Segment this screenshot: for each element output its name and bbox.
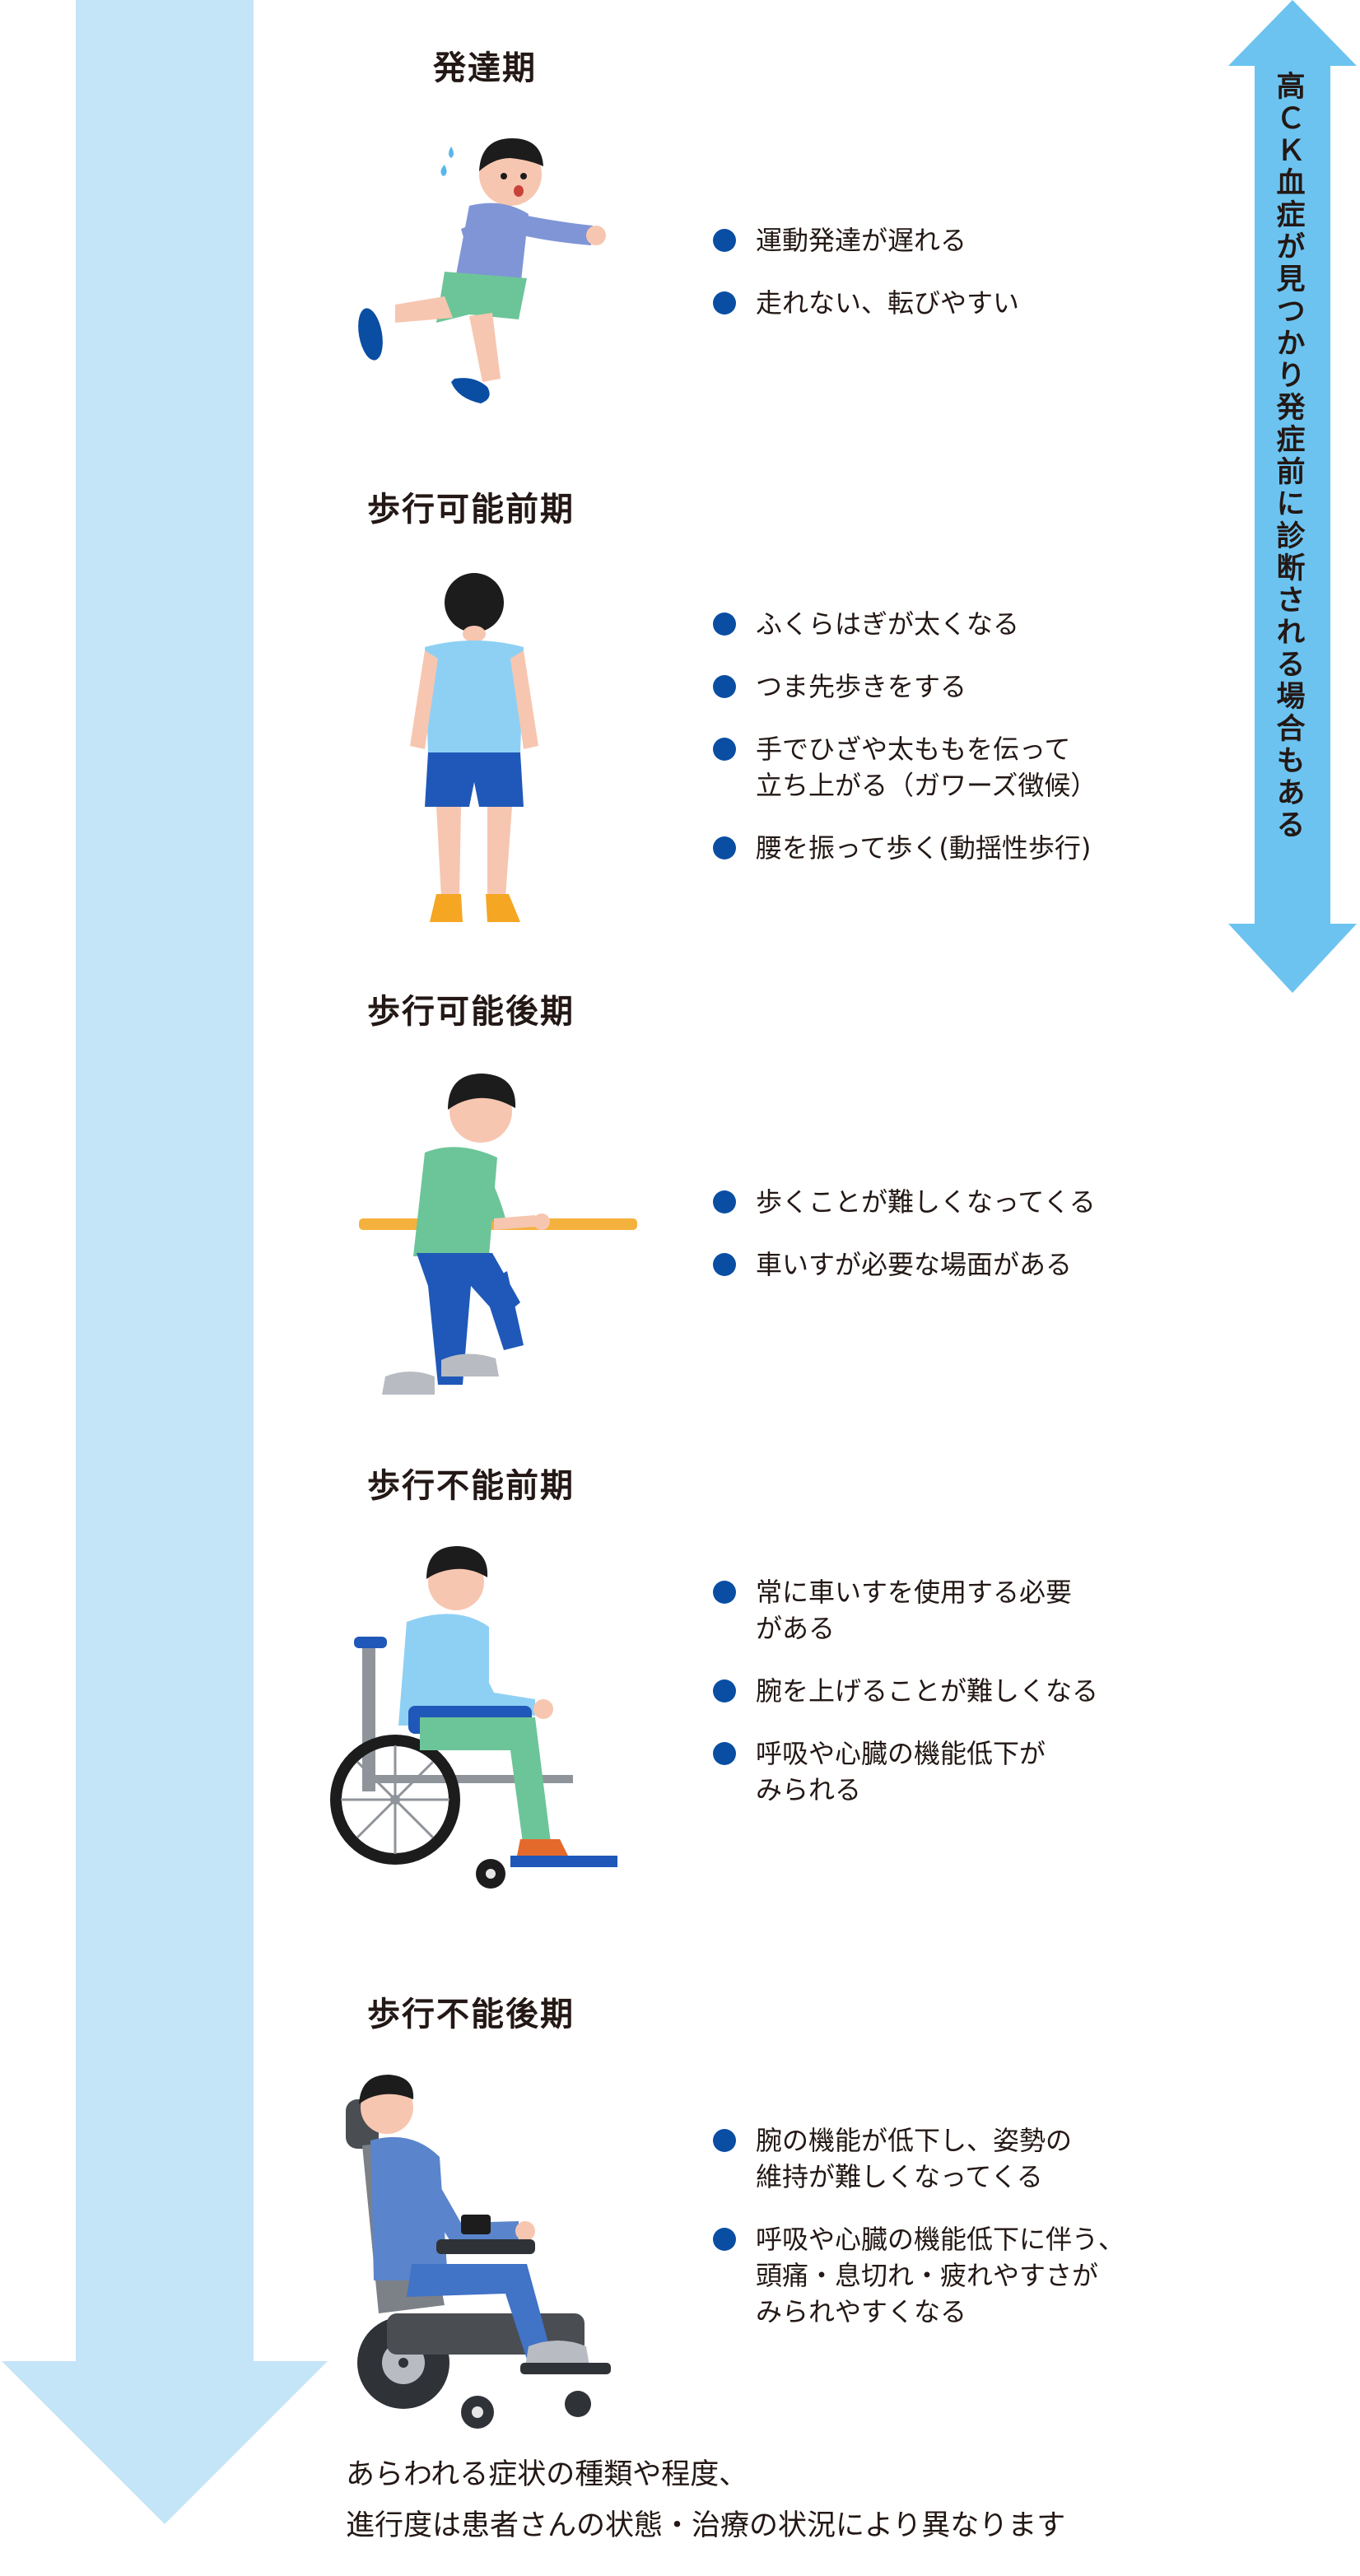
symptom-item: 手でひざや太ももを伝って 立ち上がる（ガワーズ徴候） xyxy=(710,731,1097,804)
man-in-power-wheelchair-illustration xyxy=(346,2075,611,2429)
bullet-dot xyxy=(713,613,736,636)
stage-title-late-ambulatory: 歩行可能後期 xyxy=(367,993,575,1031)
stage-symptom-list: 腕の機能が低下し、姿勢の 維持が難しくなってくる 呼吸や心臓の機能低下に伴う、 … xyxy=(710,2122,1125,2330)
symptom-item: ふくらはぎが太くなる xyxy=(710,606,1097,642)
bullet-dot xyxy=(713,1190,736,1213)
symptom-item: つま先歩きをする xyxy=(710,668,1097,705)
footer-note-line-1: あらわれる症状の種類や程度、 xyxy=(346,2458,748,2491)
bullet-dot xyxy=(713,1253,736,1276)
bullet-dot xyxy=(713,1581,736,1604)
side-double-arrow xyxy=(1228,0,1357,993)
stage-title-late-non-ambulatory: 歩行不能後期 xyxy=(367,1996,575,2033)
bullet-dot xyxy=(713,1742,736,1765)
bullet-dot xyxy=(713,2228,736,2251)
bullet-dot xyxy=(713,1679,736,1703)
stage-symptom-list: ふくらはぎが太くなる つま先歩きをする 手でひざや太ももを伝って 立ち上がる（ガ… xyxy=(710,606,1097,866)
symptom-item: 呼吸や心臓の機能低下に伴う、 頭痛・息切れ・疲れやすさが みられやすくなる xyxy=(710,2221,1125,2330)
symptom-item: 腕の機能が低下し、姿勢の 維持が難しくなってくる xyxy=(710,2122,1125,2195)
symptom-item: 走れない、転びやすい xyxy=(710,285,1019,321)
stage-symptom-list: 常に車いすを使用する必要 がある 腕を上げることが難しくなる 呼吸や心臓の機能低… xyxy=(710,1574,1098,1808)
bullet-dot xyxy=(713,675,736,698)
symptom-item: 歩くことが難しくなってくる xyxy=(710,1184,1096,1220)
footer-note-line-2: 進行度は患者さんの状態・治療の状況により異なります xyxy=(346,2509,1066,2542)
standing-child-back-illustration xyxy=(410,573,538,922)
bullet-dot xyxy=(713,738,736,761)
footer-note: あらわれる症状の種類や程度、 進行度は患者さんの状態・治療の状況により異なります xyxy=(346,2449,1065,2551)
progression-timeline-arrow xyxy=(2,0,328,2524)
symptom-item: 腕を上げることが難しくなる xyxy=(710,1673,1098,1709)
bullet-dot xyxy=(713,229,736,252)
bullet-dot xyxy=(713,2129,736,2152)
symptom-item: 腰を振って歩く(動揺性歩行) xyxy=(710,830,1097,866)
bullet-dot xyxy=(713,836,736,859)
stage-title-early-ambulatory: 歩行可能前期 xyxy=(367,491,575,529)
stage-symptom-list: 歩くことが難しくなってくる 車いすが必要な場面がある xyxy=(710,1184,1096,1283)
symptom-item: 車いすが必要な場面がある xyxy=(710,1246,1096,1283)
boy-in-wheelchair-illustration xyxy=(330,1546,617,1889)
running-child-illustration xyxy=(358,138,606,403)
stage-symptom-list: 運動発達が遅れる 走れない、転びやすい xyxy=(710,222,1019,321)
bullet-dot xyxy=(713,291,736,314)
symptom-item: 呼吸や心臓の機能低下が みられる xyxy=(710,1735,1098,1808)
child-holding-handrail-illustration xyxy=(359,1074,637,1395)
symptom-item: 運動発達が遅れる xyxy=(710,222,1019,259)
stage-title-development: 発達期 xyxy=(433,49,537,87)
symptom-item: 常に車いすを使用する必要 がある xyxy=(710,1574,1098,1647)
early-diagnosis-note: 高ＣＫ血症が見つかり発症前に診断される場合もある xyxy=(1271,71,1305,841)
stage-title-early-non-ambulatory: 歩行不能前期 xyxy=(367,1467,575,1505)
